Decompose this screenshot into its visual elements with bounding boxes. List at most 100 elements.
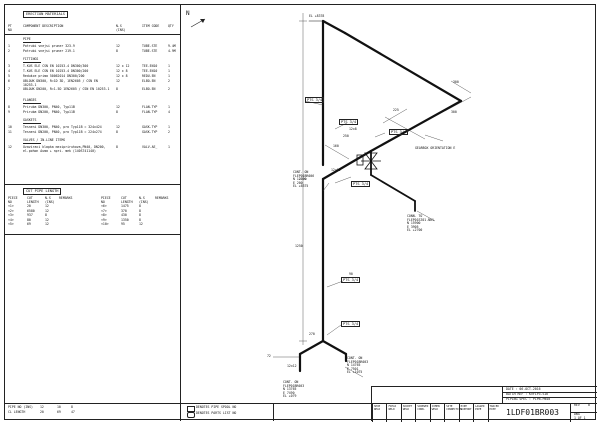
cut-cell: 1475 (121, 204, 129, 208)
material-pt-no: 6 (8, 79, 10, 83)
conn-to-ref: FLEP01EZ01.N01 (407, 217, 434, 222)
material-description: Potrubi vnejsi pruner 323.9 (23, 44, 75, 48)
symbol-column-label: SITE CONNECTION (446, 405, 462, 411)
cut-cell: 12 (45, 222, 49, 226)
cont-on-2-el: EL +1075 (347, 370, 363, 375)
material-description: OBLOUK DN200, R=1.5D 1EN2605 / CSN EN 10… (23, 87, 110, 91)
conn-to-e: E 3905 (407, 224, 419, 229)
dim-270: 270 (309, 332, 315, 336)
rev-label: REV (574, 403, 580, 407)
cut-cell: <7> (101, 208, 107, 213)
part-tag-2: PTS 3/4 (389, 129, 409, 135)
cut-cell: 69 (27, 222, 31, 226)
material-item-code: TUBE-STE (142, 44, 158, 48)
section-underline (23, 62, 41, 63)
symbol-glyph-icon (419, 415, 425, 420)
material-description: OBLOUK DN300, R=1D 3D, 1EN2605 / CSN EN … (23, 79, 98, 87)
cut-cell: <4> (8, 217, 14, 222)
section-underline (23, 123, 41, 124)
material-ns: 8 (116, 145, 118, 149)
material-description: Tesneni DN200, PN40, pro Typ11B = 224x27… (23, 130, 102, 134)
cut-cell: 8 (45, 213, 47, 217)
symbol-column-label: FIELD WELD (388, 405, 397, 411)
dim-12x10: 12x10 (331, 168, 341, 172)
cut-cell: <8> (101, 213, 107, 217)
material-item-code: VALV-AE_ (142, 145, 158, 149)
label-el-top: EL +8378 (309, 14, 325, 18)
leader-lines (304, 100, 444, 336)
material-description: Priruba DN200, PN40, Typ11B (23, 110, 75, 114)
material-ns: 12 x 12 (116, 64, 130, 68)
material-item-code: ELBO-EN (142, 87, 156, 91)
dim-72: 72 (267, 354, 271, 358)
conn-to-el: EL +2700 (407, 228, 423, 233)
bottom-line2-label: CL LENGTH (8, 410, 26, 414)
material-pt-no: 11 (8, 130, 12, 134)
left-panel-border (180, 235, 181, 403)
col-ns: N.S (INS) (116, 24, 126, 32)
cont-on-3-label: CONT. ON (283, 380, 299, 384)
title-block: DATE : 06.OCT.2016 BATCH REF : KVF1P3-S1… (371, 386, 597, 422)
conn-to: CONN. TO FLEP01EZ01.N01 N 15900 E 3905 E… (407, 214, 434, 233)
section-heading: VALVES / IN-LINE ITEMS (23, 138, 66, 142)
cut-cell: <2> (8, 208, 14, 213)
cont-on-1: CONT. ON FLEP01BR006 N 12390 E 200 EL +6… (293, 170, 315, 189)
cut-header: REMARKS (59, 196, 73, 200)
cont-on-3-n: N 13765 (283, 387, 297, 392)
cont-on-3-e: E 7490 (283, 390, 295, 395)
material-qty: 1 (168, 125, 170, 129)
header-rule (5, 34, 180, 35)
material-pt-no: 10 (8, 125, 12, 129)
section-underline (23, 42, 41, 43)
material-description: Tesneni DN300, PN40, pro Typ11B = 324x42… (23, 125, 102, 129)
material-qty: 1 (168, 145, 170, 149)
label-300-top: 300 (453, 80, 459, 84)
material-pt-no: 5 (8, 74, 10, 78)
material-row: 6 OBLOUK DN300, R=1D 3D, 1EN2605 / CSN EN… (5, 79, 175, 87)
symbol-glyph-icon (376, 415, 381, 420)
cont-on-2-n: N 14765 (347, 363, 361, 368)
col-pt-no: PT NO (8, 24, 12, 32)
dim-12x8: 12x8 (349, 127, 357, 131)
material-ns: 8 (116, 87, 118, 91)
cut-cell: 12 (45, 217, 49, 222)
cont-on-2: CONT. ON FLEP01BR003 N 14765 E 7501 EL +… (347, 356, 368, 375)
material-pt-no: 7 (8, 87, 10, 91)
conn-to-n: N 15900 (407, 221, 421, 226)
cut-cell: <1> (8, 204, 14, 208)
cont-on-1-ref: FLEP01BR006 (293, 173, 315, 178)
symbol-column-label: SOCKET WELD (402, 405, 413, 411)
symbol-glyph-icon (448, 415, 454, 420)
material-item-code: TEE-EN10 (142, 64, 158, 68)
material-ns: 8 (116, 110, 118, 114)
legend-left-rule (180, 403, 181, 421)
symbol-column: TRACED PIPE (487, 404, 502, 422)
material-item-code: GASK-TYP (142, 130, 158, 134)
erection-materials-title: ERECTION MATERIALS (23, 11, 68, 18)
cut-cell: 8 (139, 208, 141, 213)
symbol-column-label: LAGGED PIPE (475, 405, 485, 411)
symbol-glyph-icon (404, 415, 410, 420)
bottom-rule (5, 403, 595, 404)
dim-250: 250 (343, 134, 349, 138)
symbol-column: SITE CONNECTION (444, 404, 462, 422)
sheet-label: DWG (574, 412, 580, 416)
bottom-line1-v3: 8 (71, 405, 73, 409)
pipe-run (298, 19, 463, 373)
cut-header: REMARKS (155, 196, 169, 200)
spec-label: PIPING SPEC : P1PB-PN40 (506, 397, 551, 401)
material-ns: 8 (116, 49, 118, 53)
cut-header: N.S (INS) (139, 196, 149, 204)
cut-cell: 80 (27, 217, 31, 222)
symbol-column: SOCKET WELD (400, 404, 415, 422)
material-description: Redukce prima 50062014 DN300/200 (23, 74, 85, 78)
batch-label: BATCH REF : KVF1P3-S16 (506, 392, 549, 396)
material-ns: 12 (116, 44, 120, 48)
